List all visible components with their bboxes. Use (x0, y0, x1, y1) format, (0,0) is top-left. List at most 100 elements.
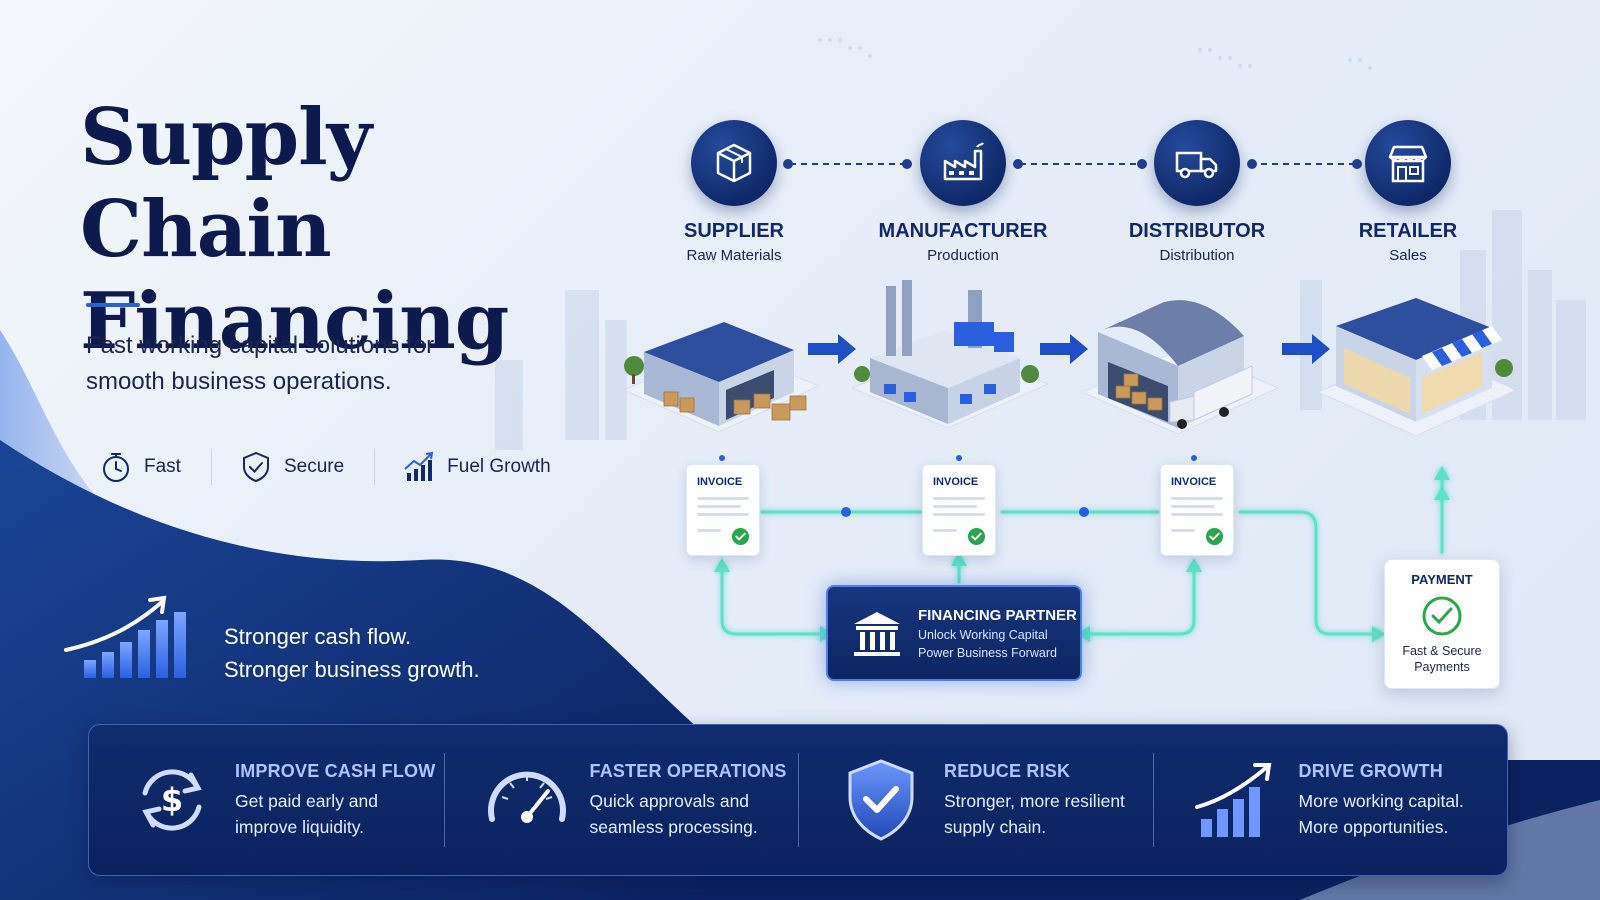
node-circle (1154, 120, 1240, 206)
title-divider (86, 303, 140, 307)
node-title: MANUFACTURER (878, 220, 1048, 242)
partner-line-1: Unlock Working Capital (918, 627, 1048, 642)
feature-label: Fuel Growth (447, 456, 551, 477)
partner-text: FINANCING PARTNER Unlock Working Capital… (918, 607, 1077, 660)
stopwatch-icon (103, 453, 129, 482)
payment-text: Fast & Secure Payments (1385, 643, 1499, 675)
check-circle-icon (1422, 596, 1462, 636)
title-line-1: Supply Chain (80, 92, 372, 275)
store-icon (1388, 145, 1428, 183)
benefit-line-2: seamless processing. (589, 816, 758, 837)
feature-growth: Fuel Growth (374, 449, 551, 485)
subtitle: Fast working capital solutions for smoot… (86, 332, 435, 395)
invoice-line (1171, 529, 1195, 532)
invoice-line (933, 513, 985, 516)
invoice-label: INVOICE (1171, 476, 1217, 488)
shield-check-icon (242, 451, 269, 483)
box-icon (716, 143, 752, 183)
benefit-text-block: REDUCE RISK Stronger, more resilient sup… (944, 761, 1125, 840)
benefit-line-2: supply chain. (944, 816, 1047, 837)
benefit-title: REDUCE RISK (944, 760, 1071, 781)
benefit-line-1: Stronger, more resilient (944, 790, 1125, 811)
benefit-faster-operations: FASTER OPERATIONS Quick approvals and se… (443, 725, 799, 875)
benefit-description: More working capital. More opportunities… (1299, 788, 1464, 840)
benefit-line-1: More working capital. (1298, 790, 1464, 811)
node-subtitle: Production (927, 247, 999, 264)
truck-icon (1175, 151, 1218, 179)
distribution-center-illustration (1080, 300, 1280, 435)
benefit-text-block: DRIVE GROWTH More working capital. More … (1299, 761, 1464, 840)
feature-label: Secure (283, 456, 345, 477)
invoice-line (1171, 513, 1223, 516)
node-circle (691, 120, 777, 206)
growth-message-line-2: Stronger business growth. (224, 657, 480, 682)
invoice-line (697, 513, 749, 516)
financing-partner-card: FINANCING PARTNER Unlock Working Capital… (826, 585, 1082, 681)
node-title: RETAILER (1358, 220, 1458, 242)
benefit-line-1: Get paid early and (235, 790, 379, 811)
flow-node-supplier: SUPPLIER Raw Materials (634, 120, 834, 264)
node-title: SUPPLIER (683, 220, 785, 242)
growth-bars-icon (64, 595, 186, 678)
invoice-line (933, 497, 985, 500)
feature-fast: Fast (98, 449, 181, 485)
partner-title: FINANCING PARTNER (918, 606, 1077, 624)
invoice-label: INVOICE (933, 476, 979, 488)
benefit-title: FASTER OPERATIONS (589, 760, 787, 781)
node-circle (1365, 120, 1451, 206)
node-subtitle: Sales (1389, 247, 1427, 264)
feature-secure: Secure (210, 449, 345, 485)
node-title: DISTRIBUTOR (1128, 220, 1266, 242)
node-subtitle: Distribution (1159, 247, 1235, 264)
invoice-line (933, 505, 977, 508)
benefit-line-1: Quick approvals and (589, 790, 750, 811)
node-circle (920, 120, 1006, 206)
growth-chart-icon (404, 451, 434, 481)
factory-illustration (850, 280, 1050, 429)
page-title: Supply Chain Financing (80, 92, 640, 368)
retail-store-illustration (1316, 298, 1518, 437)
benefit-description: Quick approvals and seamless processing. (590, 788, 787, 840)
invoice-line (1171, 497, 1223, 500)
check-circle-icon (731, 527, 750, 546)
speedometer-icon (487, 771, 566, 823)
title-line-2: Financing (80, 276, 509, 367)
growth-message-line-1: Stronger cash flow. (224, 624, 412, 649)
invoice-line (697, 497, 749, 500)
invoice-line (697, 529, 721, 532)
invoice-card: INVOICE (922, 464, 996, 556)
flow-node-distributor: DISTRIBUTOR Distribution (1097, 120, 1297, 264)
factory-icon (943, 142, 984, 181)
partner-line-2: Power Business Forward (918, 645, 1057, 660)
benefit-text-block: FASTER OPERATIONS Quick approvals and se… (590, 761, 787, 840)
payment-title: PAYMENT (1411, 572, 1473, 587)
payment-line-1: Fast & Secure (1402, 644, 1482, 658)
check-circle-icon (1205, 527, 1224, 546)
growth-message: Stronger cash flow. Stronger business gr… (224, 620, 524, 686)
benefit-drive-growth: DRIVE GROWTH More working capital. More … (1152, 725, 1508, 875)
benefit-title: DRIVE GROWTH (1298, 760, 1443, 781)
feature-label: Fast (144, 456, 181, 477)
warehouse-illustration (622, 322, 821, 433)
invoice-card: INVOICE (1160, 464, 1234, 556)
invoice-line (1171, 505, 1215, 508)
invoice-card: INVOICE (686, 464, 760, 556)
bank-icon (854, 612, 900, 656)
benefits-bar: $ IMPROVE CASH FLOW Get paid early and i… (88, 724, 1508, 876)
svg-text:$: $ (161, 781, 183, 819)
bar-chart-arrow-icon (1194, 763, 1271, 837)
benefit-line-2: improve liquidity. (235, 816, 365, 837)
dollar-cycle-icon: $ (142, 769, 202, 831)
node-subtitle: Raw Materials (686, 247, 782, 264)
payment-line-2: Payments (1414, 660, 1470, 674)
shield-check-icon (848, 759, 914, 841)
benefit-reduce-risk: REDUCE RISK Stronger, more resilient sup… (798, 725, 1153, 875)
benefit-cash-flow: $ IMPROVE CASH FLOW Get paid early and i… (89, 725, 444, 875)
benefit-text-block: IMPROVE CASH FLOW Get paid early and imp… (235, 761, 435, 840)
invoice-label: INVOICE (697, 476, 743, 488)
benefit-title: IMPROVE CASH FLOW (235, 760, 436, 781)
benefit-line-2: More opportunities. (1298, 816, 1449, 837)
flow-node-manufacturer: MANUFACTURER Production (863, 120, 1063, 264)
flow-node-retailer: RETAILER Sales (1308, 120, 1508, 264)
